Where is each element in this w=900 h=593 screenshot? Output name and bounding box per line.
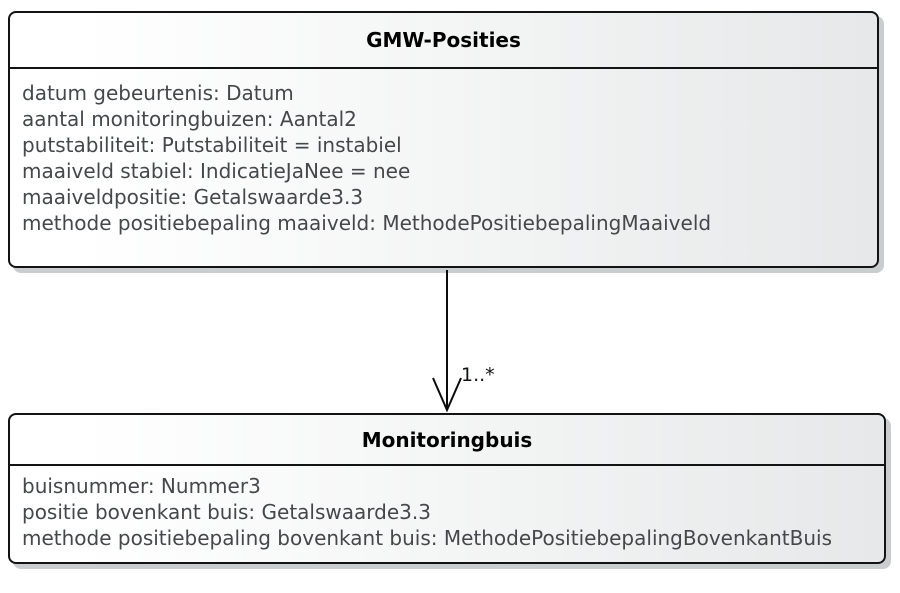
class-box-gmw-posities: GMW-Posities datum gebeurtenis: Datum aa… — [8, 11, 879, 268]
attribute-row: methode positiebepaling bovenkant buis: … — [22, 526, 833, 550]
attributes-compartment-monitoringbuis: buisnummer: Nummer3 positie bovenkant bu… — [10, 466, 884, 551]
open-arrowhead-icon — [432, 377, 462, 413]
class-title-monitoringbuis: Monitoringbuis — [10, 415, 884, 466]
class-box-monitoringbuis: Monitoringbuis buisnummer: Nummer3 posit… — [8, 413, 886, 564]
attribute-row: datum gebeurtenis: Datum — [22, 81, 294, 105]
class-title-gmw-posities: GMW-Posities — [10, 13, 877, 69]
attributes-compartment-gmw-posities: datum gebeurtenis: Datum aantal monitori… — [10, 69, 877, 236]
attribute-row: putstabiliteit: Putstabiliteit = instabi… — [22, 133, 402, 157]
attribute-row: methode positiebepaling maaiveld: Method… — [22, 211, 712, 235]
attribute-row: buisnummer: Nummer3 — [22, 474, 261, 498]
attribute-row: aantal monitoringbuizen: Aantal2 — [22, 107, 357, 131]
attribute-row: maaiveldpositie: Getalswaarde3.3 — [22, 185, 364, 209]
attribute-row: positie bovenkant buis: Getalswaarde3.3 — [22, 500, 431, 524]
multiplicity-label: 1..* — [461, 364, 495, 386]
attribute-row: maaiveld stabiel: IndicatieJaNee = nee — [22, 159, 411, 183]
